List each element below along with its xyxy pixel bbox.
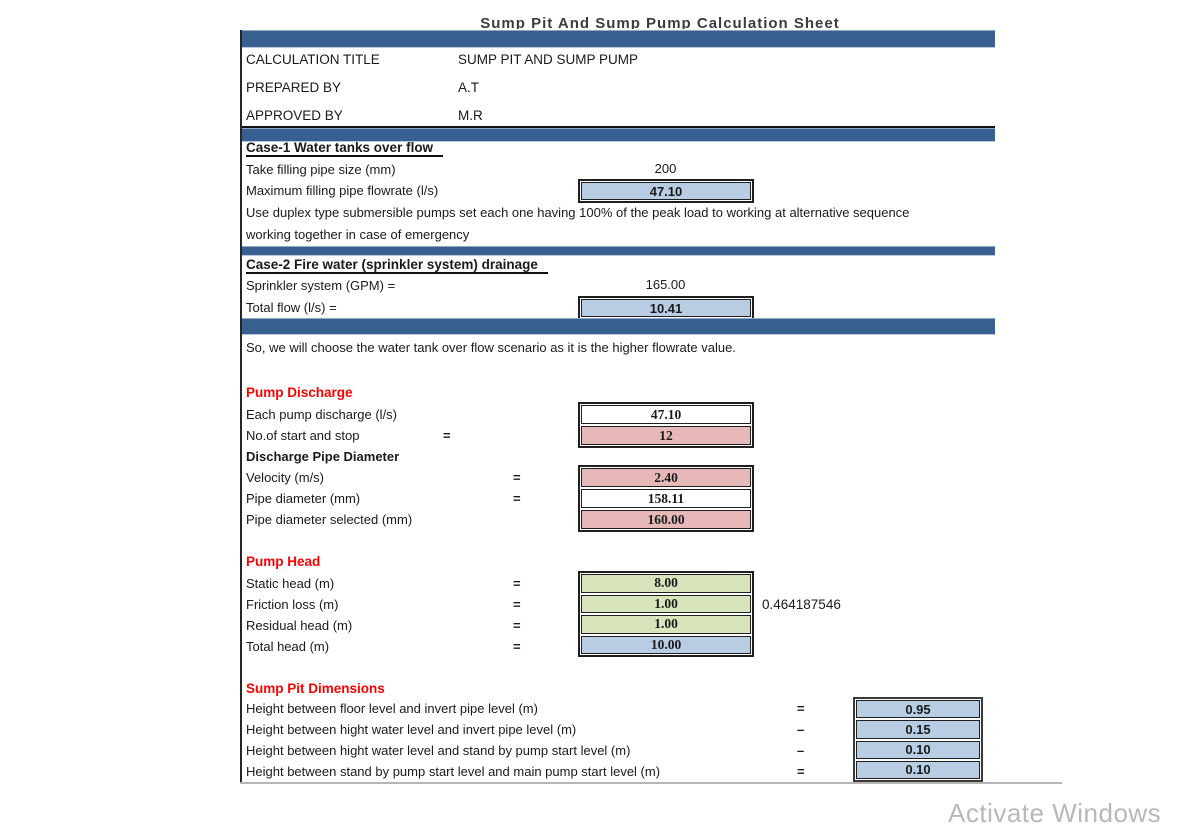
sump-pit-title: Sump Pit Dimensions bbox=[246, 681, 385, 696]
prepared-by-value[interactable]: A.T bbox=[458, 80, 480, 95]
starts-op: = bbox=[443, 428, 451, 443]
starts-cell[interactable]: 12 bbox=[581, 426, 751, 445]
sump-row-1-cell[interactable]: 0.95 bbox=[856, 700, 980, 719]
sump-row-3-label: Height between hight water level and sta… bbox=[246, 743, 631, 758]
pump-head-box-group[interactable]: 8.00 1.00 1.00 10.00 bbox=[578, 571, 754, 657]
pump-discharge-title: Pump Discharge bbox=[246, 385, 353, 400]
case1-note-line2: working together in case of emergency bbox=[246, 227, 470, 242]
case2-total-flow-label: Total flow (l/s) = bbox=[246, 300, 337, 315]
divider-bar-1 bbox=[242, 128, 995, 142]
conclusion-text: So, we will choose the water tank over f… bbox=[246, 340, 736, 355]
calc-title-label: CALCULATION TITLE bbox=[246, 52, 380, 67]
pump-discharge-box-group2[interactable]: 2.40 158.11 160.00 bbox=[578, 465, 754, 532]
discharge-pipe-subtitle: Discharge Pipe Diameter bbox=[246, 449, 400, 464]
sump-row-1-op: = bbox=[797, 701, 805, 716]
case2-sprinkler-value[interactable]: 165.00 bbox=[645, 277, 686, 292]
sump-row-3-op: – bbox=[797, 743, 805, 758]
clipped-sheet-title: Sump Pit And Sump Pump Calculation Sheet bbox=[430, 15, 890, 29]
sump-row-2-label: Height between hight water level and inv… bbox=[246, 722, 577, 737]
sump-row-4-label: Height between stand by pump start level… bbox=[246, 764, 661, 779]
static-head-cell[interactable]: 8.00 bbox=[581, 574, 751, 593]
sump-row-4-cell[interactable]: 0.10 bbox=[856, 760, 980, 779]
sheet-bottom-rule bbox=[240, 782, 1062, 784]
friction-loss-cell[interactable]: 1.00 bbox=[581, 594, 751, 613]
sump-row-1-label: Height between floor level and invert pi… bbox=[246, 701, 538, 716]
pump-discharge-box-group1[interactable]: 47.10 12 bbox=[578, 402, 754, 448]
case1-flowrate-box[interactable]: 47.10 bbox=[578, 179, 754, 203]
case1-pipe-size-label: Take filling pipe size (mm) bbox=[246, 162, 396, 177]
pipe-dia-op: = bbox=[513, 491, 521, 506]
pipe-sel-label: Pipe diameter selected (mm) bbox=[246, 512, 413, 527]
static-head-op: = bbox=[513, 576, 521, 591]
approved-by-label: APPROVED BY bbox=[246, 108, 343, 123]
friction-loss-op: = bbox=[513, 597, 521, 612]
title-bar-top bbox=[242, 30, 995, 48]
sheet-left-border bbox=[240, 30, 242, 782]
calc-title-value[interactable]: SUMP PIT AND SUMP PUMP bbox=[458, 52, 639, 67]
velocity-cell[interactable]: 2.40 bbox=[581, 468, 751, 487]
case2-sprinkler-label: Sprinkler system (GPM) = bbox=[246, 278, 396, 293]
divider-bar-2 bbox=[242, 246, 995, 256]
each-pump-cell[interactable]: 47.10 bbox=[581, 405, 751, 424]
each-pump-label: Each pump discharge (l/s) bbox=[246, 407, 398, 422]
clipped-sheet-title-text: Sump Pit And Sump Pump Calculation Sheet bbox=[480, 15, 840, 29]
case2-title: Case-2 Fire water (sprinkler system) dra… bbox=[246, 257, 548, 274]
sump-row-2-op: – bbox=[797, 722, 805, 737]
approved-by-value[interactable]: M.R bbox=[458, 108, 483, 123]
sump-row-2-cell[interactable]: 0.15 bbox=[856, 720, 980, 739]
case1-title: Case-1 Water tanks over flow bbox=[246, 140, 444, 157]
total-head-cell[interactable]: 10.00 bbox=[581, 635, 751, 654]
divider-bar-3 bbox=[242, 318, 995, 335]
case2-total-flow-box[interactable]: 10.41 bbox=[578, 296, 754, 320]
case1-pipe-size-value[interactable]: 200 bbox=[654, 161, 677, 176]
total-head-op: = bbox=[513, 639, 521, 654]
pipe-dia-label: Pipe diameter (mm) bbox=[246, 491, 361, 506]
velocity-label: Velocity (m/s) bbox=[246, 470, 325, 485]
static-head-label: Static head (m) bbox=[246, 576, 335, 591]
friction-note: 0.464187546 bbox=[762, 597, 841, 612]
case1-flowrate-label: Maximum filling pipe flowrate (l/s) bbox=[246, 183, 439, 198]
activate-windows-watermark: Activate Windows bbox=[948, 798, 1162, 828]
starts-label: No.of start and stop bbox=[246, 428, 360, 443]
sump-row-3-cell[interactable]: 0.10 bbox=[856, 740, 980, 759]
case1-note-line1: Use duplex type submersible pumps set ea… bbox=[246, 205, 910, 220]
friction-loss-label: Friction loss (m) bbox=[246, 597, 339, 612]
case1-flowrate-cell[interactable]: 47.10 bbox=[581, 182, 751, 200]
sump-pit-box-group[interactable]: 0.95 0.15 0.10 0.10 bbox=[853, 697, 983, 782]
residual-head-op: = bbox=[513, 618, 521, 633]
header-bottom-rule bbox=[242, 126, 995, 128]
case2-total-flow-cell[interactable]: 10.41 bbox=[581, 299, 751, 317]
residual-head-cell[interactable]: 1.00 bbox=[581, 615, 751, 634]
velocity-op: = bbox=[513, 470, 521, 485]
prepared-by-label: PREPARED BY bbox=[246, 80, 342, 95]
pump-head-title: Pump Head bbox=[246, 554, 321, 569]
sump-row-4-op: = bbox=[797, 764, 805, 779]
pipe-dia-cell[interactable]: 158.11 bbox=[581, 489, 751, 508]
total-head-label: Total head (m) bbox=[246, 639, 330, 654]
residual-head-label: Residual head (m) bbox=[246, 618, 353, 633]
pipe-sel-cell[interactable]: 160.00 bbox=[581, 510, 751, 529]
